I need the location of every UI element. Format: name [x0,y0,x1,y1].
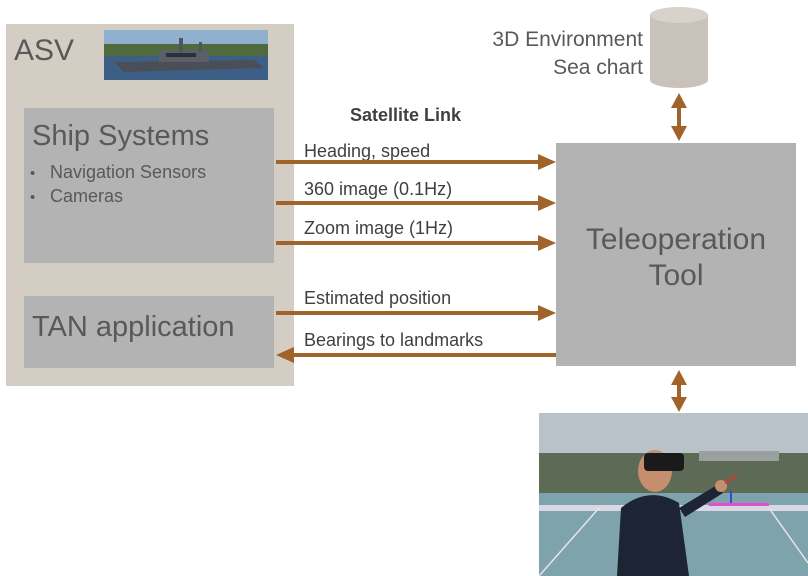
tan-application-title: TAN application [32,311,235,343]
vr-operator-photo [539,413,808,576]
environment-line: 3D Environment [492,28,643,51]
environment-label: 3D Environment Sea chart [440,26,643,82]
teleoperation-tool-title: Teleoperation Tool [556,222,796,294]
teleoperation-tool-box [556,143,796,366]
arrow-360-image [276,195,556,211]
tan-application-box [24,296,274,368]
arrow-tool-vr [671,370,687,412]
link-label-zoom-image: Zoom image (1Hz) [304,218,454,238]
teleoperation-tool-line: Teleoperation [585,223,767,256]
link-label-heading: Heading, speed [304,141,431,161]
teleoperation-tool-line: Tool [648,259,704,292]
arrow-environment-tool [671,93,687,141]
environment-line: Sea chart [553,56,643,79]
link-label-360-image: 360 image (0.1Hz) [304,179,453,199]
link-label-estimated-position: Estimated position [304,288,452,308]
link-label-bearings: Bearings to landmarks [304,330,484,350]
arrow-bearings [276,347,556,363]
ship-systems-list: Navigation Sensors Cameras [30,160,206,208]
satellite-link-label: Satellite Link [350,105,462,125]
asv-title: ASV [14,34,75,67]
arrow-zoom-image [276,235,556,251]
ship-systems-title: Ship Systems [32,120,210,152]
ship-photo [104,30,268,80]
database-cylinder [650,7,708,88]
list-item: Cameras [30,184,206,208]
list-item: Navigation Sensors [30,160,206,184]
arrow-heading-speed [276,154,556,170]
arrow-estimated-position [276,305,556,321]
